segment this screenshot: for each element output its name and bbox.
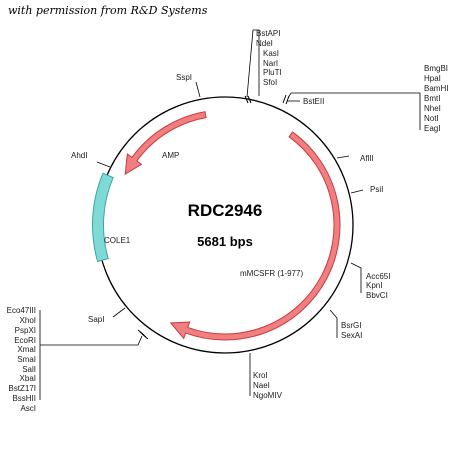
site-kpni: KpnI: [366, 281, 382, 290]
acc-cluster-labels: Acc65I KpnI BbvCI: [366, 272, 390, 300]
ahdi-leader: [96, 161, 111, 168]
plasmid-name: RDC2946: [188, 201, 263, 220]
site-xhoi: XhoI: [20, 316, 36, 325]
site-bamhi: BamHI: [424, 84, 448, 93]
site-bmgbi: BmgBI: [424, 64, 448, 73]
sspi-leader: [195, 81, 201, 98]
site-asci: AscI: [20, 404, 36, 413]
mmcsfr-label: mMCSFR (1-977): [240, 269, 303, 278]
site-bsteii: BstEII: [303, 97, 324, 106]
amp-label: AMP: [162, 151, 179, 160]
top-cluster-leader: [246, 29, 260, 98]
bsr-cluster-leader: [329, 309, 338, 338]
aflii-leader: [336, 155, 350, 159]
site-hpai: HpaI: [424, 74, 441, 83]
site-bmti: BmtI: [424, 94, 440, 103]
plasmid-backbone: [96, 96, 354, 354]
site-ndei: NdeI: [256, 39, 273, 48]
mmcsfr-arrow: [169, 131, 341, 341]
left-cluster-labels: Eco47III XhoI PspXI EcoRI XmaI SmaI SalI…: [7, 306, 36, 413]
site-sexai: SexAI: [341, 331, 362, 340]
cole1-label: COLE1: [104, 236, 131, 245]
right-cluster-leader: [287, 92, 421, 130]
acc-cluster-leader: [350, 262, 362, 293]
site-ngomiv: NgoMIV: [253, 391, 283, 400]
site-nhei: NheI: [424, 104, 441, 113]
site-sapi: SapI: [88, 315, 104, 324]
top-cluster-labels: BstAPI NdeI KasI NarI PluTI SfoI: [256, 29, 282, 87]
site-tick-marks: [137, 94, 290, 340]
psii-leader: [350, 189, 364, 194]
site-sali: SalI: [22, 365, 36, 374]
site-xbai: XbaI: [20, 374, 36, 383]
credit-note: with permission from R&D Systems: [8, 4, 208, 17]
site-aflii: AflII: [360, 154, 374, 163]
site-xmai: XmaI: [17, 345, 36, 354]
site-bstz17i: BstZ17I: [8, 384, 36, 393]
site-pluti: PluTI: [263, 68, 282, 77]
left-cluster-leader: [39, 310, 143, 400]
site-kasi: KasI: [263, 49, 279, 58]
site-ecori: EcoRI: [14, 336, 36, 345]
sapi-leader: [112, 307, 126, 318]
site-smai: SmaI: [17, 355, 36, 364]
site-bsshii: BssHII: [12, 394, 36, 403]
bsr-cluster-labels: BsrGI SexAI: [341, 321, 362, 340]
site-bbvci: BbvCI: [366, 291, 388, 300]
site-bsrgi: BsrGI: [341, 321, 361, 330]
site-acc65i: Acc65I: [366, 272, 390, 281]
site-bstapi: BstAPI: [256, 29, 280, 38]
cole1-band: [92, 172, 114, 263]
site-ahdi: AhdI: [71, 151, 87, 160]
site-sfoi: SfoI: [263, 78, 277, 87]
site-nari: NarI: [263, 59, 278, 68]
site-pspxi: PspXI: [15, 326, 36, 335]
site-naei: NaeI: [253, 381, 270, 390]
kroi-cluster-labels: KroI NaeI NgoMIV: [253, 371, 283, 400]
amp-arrow: [124, 111, 207, 176]
site-sspi: SspI: [176, 73, 192, 82]
plasmid-size: 5681 bps: [197, 234, 253, 249]
site-noti: NotI: [424, 114, 439, 123]
right-cluster-labels: BmgBI HpaI BamHI BmtI NheI NotI EagI: [424, 64, 448, 133]
site-eagi: EagI: [424, 124, 440, 133]
site-kroi: KroI: [253, 371, 268, 380]
site-psii: PsiI: [370, 185, 383, 194]
site-eco47iii: Eco47III: [7, 306, 36, 315]
